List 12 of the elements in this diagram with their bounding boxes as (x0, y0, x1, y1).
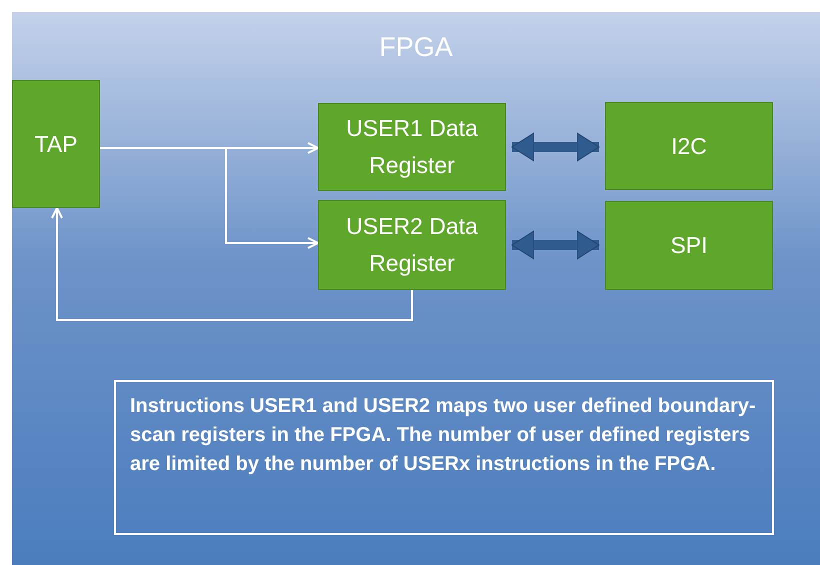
note-box: Instructions USER1 and USER2 maps two user defined boundary-scan registers in the FPGA. The number of user defined registers are limited by the number of USERx instructions in the FPGA. (114, 380, 774, 535)
double-arrow (512, 132, 600, 162)
block-box: TAP (12, 80, 100, 208)
block-box: SPI (605, 201, 773, 290)
arrow (100, 147, 319, 249)
panel-title: FPGA (378, 32, 454, 63)
double-arrow (512, 230, 600, 260)
block-box: I2C (605, 102, 773, 190)
block-box: USER2 Data Register (318, 200, 506, 290)
block-box: USER1 Data Register (318, 103, 506, 191)
arrow (51, 207, 413, 321)
fpga-panel (12, 12, 820, 565)
